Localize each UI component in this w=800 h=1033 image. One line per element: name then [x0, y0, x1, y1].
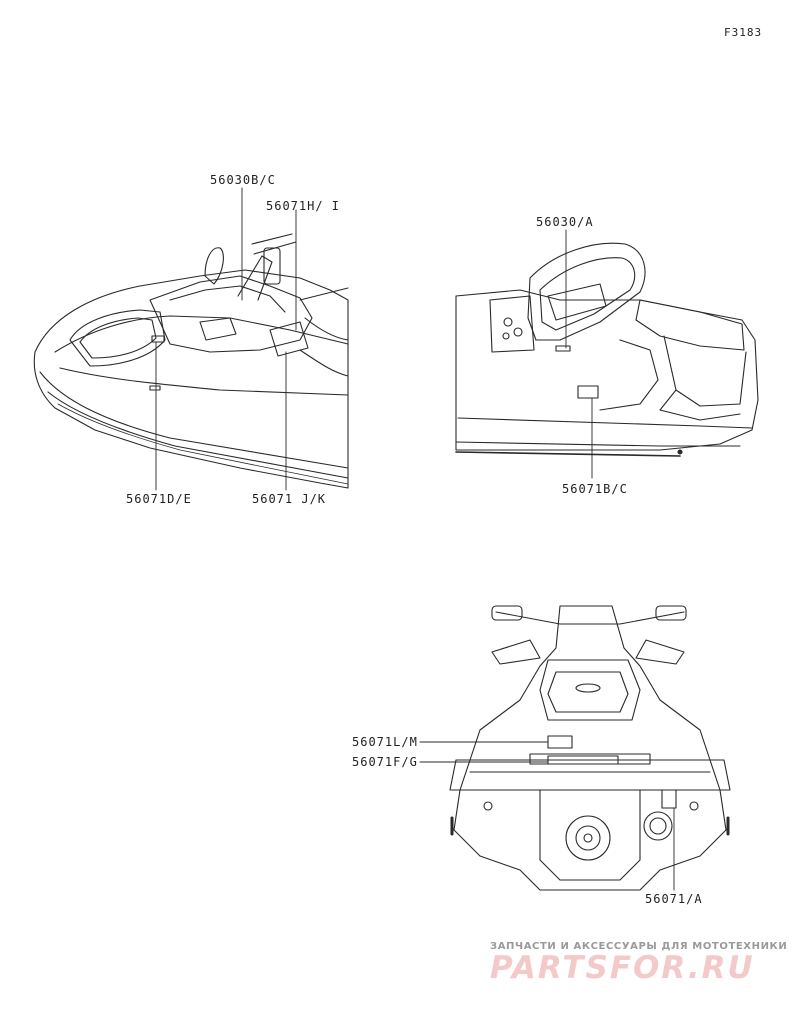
callout-56071hi: 56071H/ I: [266, 199, 341, 213]
callout-56071lm: 56071L/M: [352, 735, 418, 749]
callout-56071bc: 56071B/C: [562, 482, 628, 496]
callout-56071fg: 56071F/G: [352, 755, 418, 769]
callout-56030a: 56030/A: [536, 215, 594, 229]
leader-lines: [155, 187, 675, 891]
callout-56071de: 56071D/E: [126, 492, 192, 506]
figure-code: F3183: [724, 26, 763, 39]
watercraft-side-rear-view: [455, 242, 759, 457]
watercraft-rear-view: [449, 605, 731, 891]
callout-56030bc: 56030B/C: [210, 173, 276, 187]
callout-56071a: 56071/A: [645, 892, 703, 906]
watermark-logo: PARTSFOR.RU: [490, 950, 755, 986]
watermark-tagline: ЗАПЧАСТИ И АКСЕССУАРЫ ДЛЯ МОТОТЕХНИКИ: [490, 941, 788, 952]
callout-56071jk: 56071 J/K: [252, 492, 327, 506]
watercraft-front-view: [33, 233, 349, 489]
